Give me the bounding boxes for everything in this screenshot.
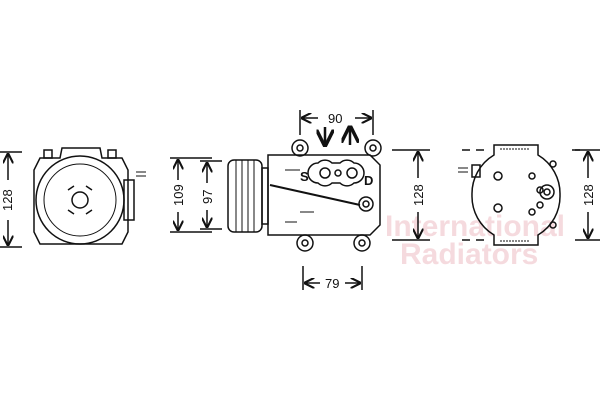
dimension-label-top-mount-spacing: 90	[328, 111, 342, 126]
suction-port-label: S	[300, 169, 309, 184]
side-view	[170, 110, 382, 290]
dimension-label-rear-height-right: 128	[581, 184, 596, 206]
discharge-port-label: D	[364, 173, 373, 188]
rear-view	[392, 144, 600, 246]
dimension-label-bottom-mount-spacing: 79	[325, 276, 339, 291]
watermark-line2: Radiators	[400, 238, 538, 271]
front-view	[0, 147, 146, 248]
dimension-label-overall-height: 109	[171, 184, 186, 206]
dimension-label-body-height: 97	[200, 190, 215, 204]
dimension-label-front-height: 128	[0, 189, 15, 211]
dimension-label-rear-height-left: 128	[411, 184, 426, 206]
